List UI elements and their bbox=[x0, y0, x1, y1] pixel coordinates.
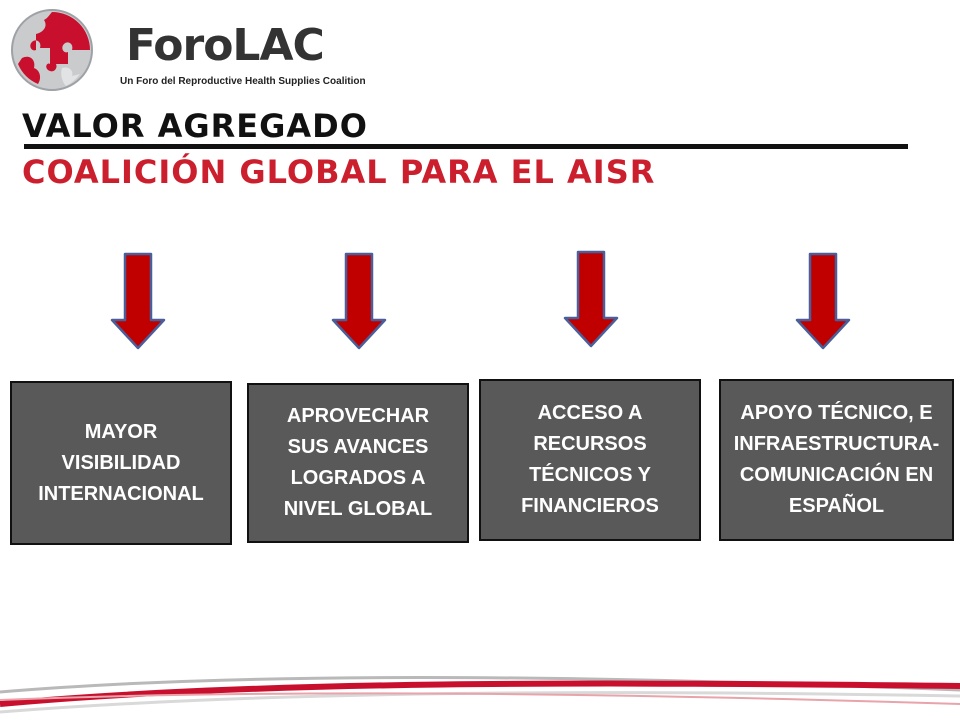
value-box-recursos: ACCESO A RECURSOS TÉCNICOS Y FINANCIEROS bbox=[479, 379, 701, 541]
logo-tagline: Un Foro del Reproductive Health Supplies… bbox=[120, 76, 366, 87]
arrow-down-icon bbox=[331, 252, 387, 350]
value-box-avances: APROVECHAR SUS AVANCES LOGRADOS A NIVEL … bbox=[247, 383, 469, 543]
value-box-visibilidad: MAYOR VISIBILIDAD INTERNACIONAL bbox=[10, 381, 232, 545]
value-box-label: APOYO TÉCNICO, E INFRAESTRUCTURA- COMUNI… bbox=[733, 402, 940, 517]
forolac-puzzle-globe-icon bbox=[11, 9, 93, 91]
arrow-down-icon bbox=[795, 252, 851, 350]
slide-title: VALOR AGREGADO bbox=[22, 107, 368, 145]
arrow-down-icon bbox=[110, 252, 166, 350]
value-box-label: APROVECHAR SUS AVANCES LOGRADOS A NIVEL … bbox=[283, 405, 433, 520]
slide-subtitle: COALICIÓN GLOBAL PARA EL AISR bbox=[22, 153, 656, 191]
title-underline bbox=[24, 144, 908, 149]
arrow-down-icon bbox=[563, 250, 619, 348]
value-box-apoyo: APOYO TÉCNICO, E INFRAESTRUCTURA- COMUNI… bbox=[719, 379, 954, 541]
logo-wordmark: ForoLAC bbox=[126, 20, 325, 71]
forolac-logo: ForoLAC Un Foro del Reproductive Health … bbox=[10, 8, 366, 94]
value-box-label: ACCESO A RECURSOS TÉCNICOS Y FINANCIEROS bbox=[521, 402, 659, 517]
value-box-label: MAYOR VISIBILIDAD INTERNACIONAL bbox=[38, 420, 204, 505]
footer-swoosh bbox=[0, 676, 960, 714]
